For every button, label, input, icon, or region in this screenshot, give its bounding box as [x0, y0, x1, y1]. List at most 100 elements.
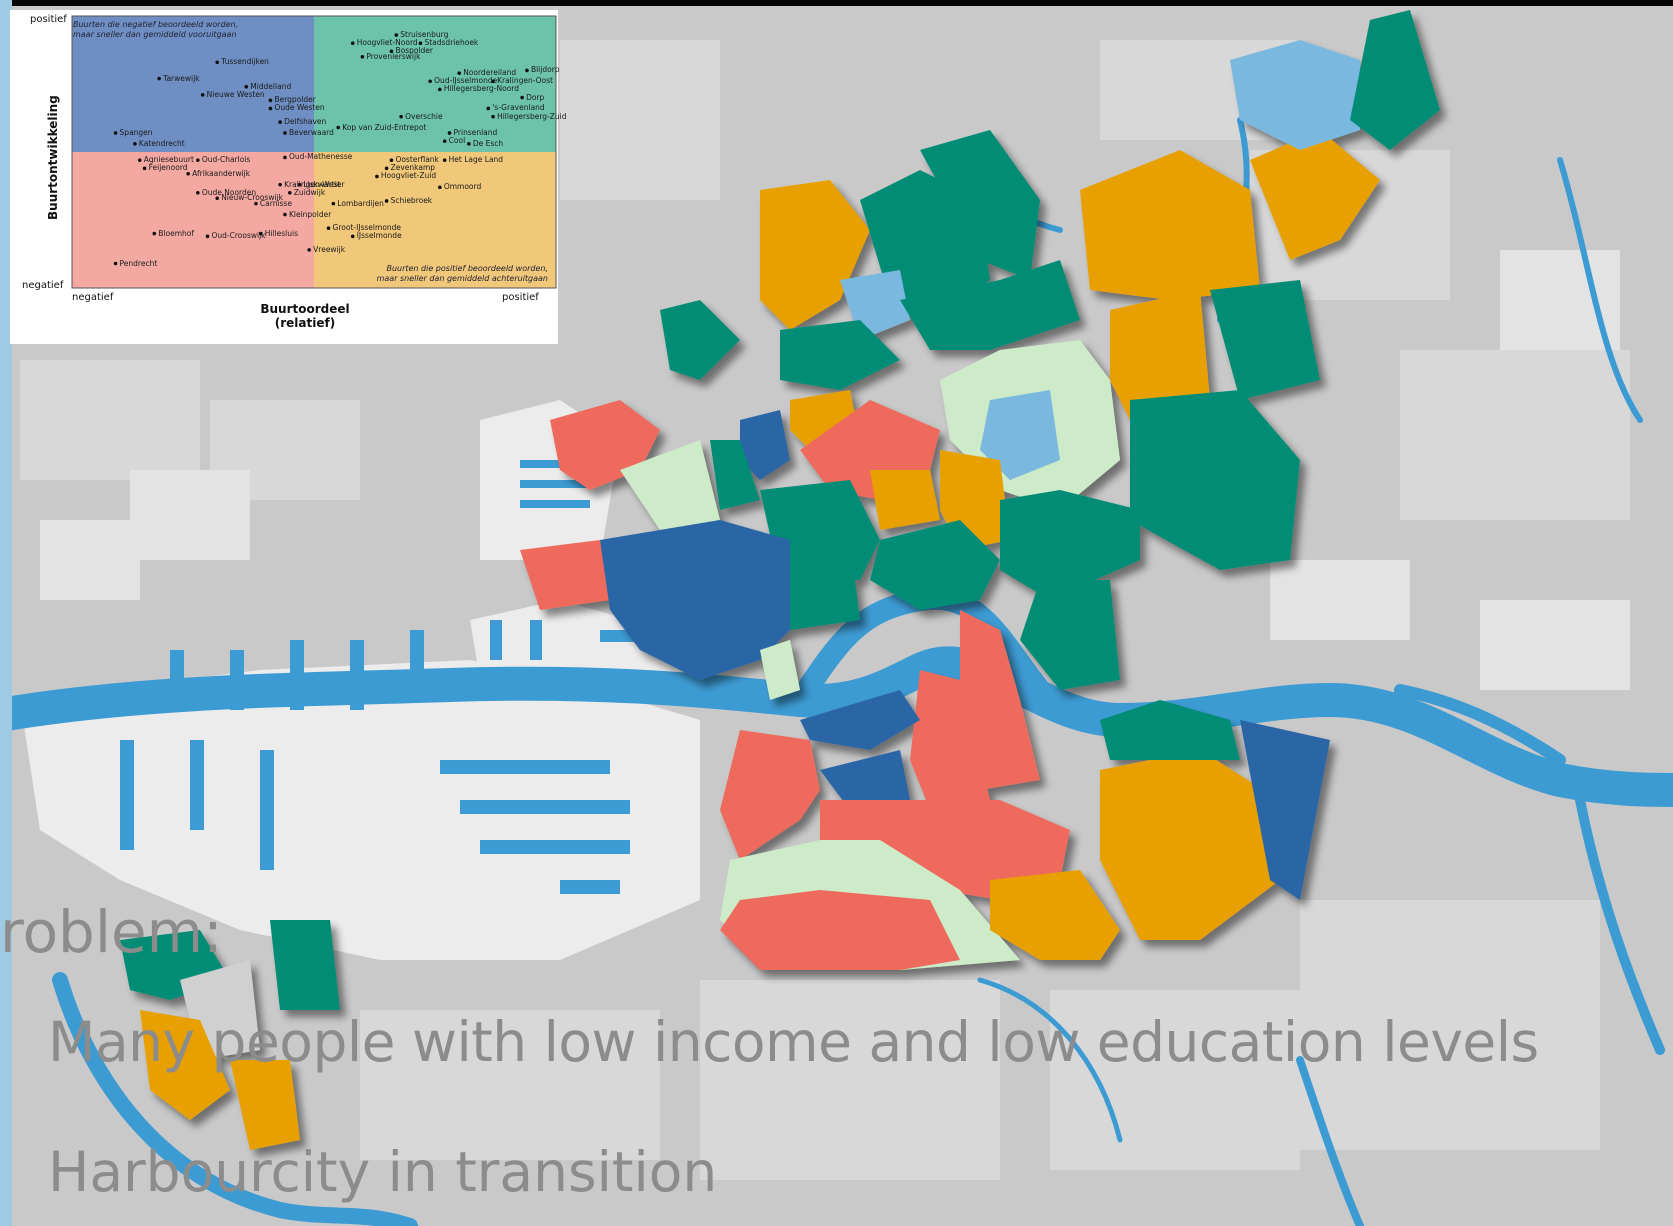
data-point: [399, 114, 403, 119]
bullet-1: Many people with low income and low educ…: [48, 1010, 1539, 1074]
y-tick-negatief: negatief: [22, 280, 64, 291]
data-point-label: Kop van Zuid-Entrepot: [342, 122, 427, 132]
data-point: [438, 87, 442, 92]
slide-left-edge: [0, 0, 12, 1226]
district-blue: [800, 690, 920, 750]
data-point-label: Overschie: [405, 111, 443, 121]
district-green: [1350, 10, 1440, 150]
data-point-label: Hillesluis: [264, 228, 298, 238]
data-point: [491, 114, 495, 119]
data-point-label: Nieuw-Crooswijk: [221, 193, 283, 203]
data-point: [186, 171, 190, 176]
district-blue: [740, 410, 790, 480]
district-blue: [1240, 720, 1330, 900]
y-tick-positief: positief: [30, 14, 67, 25]
data-point: [467, 142, 471, 146]
district-lightgreen: [620, 440, 720, 530]
x-axis-title: Buurtoordeel (relatief): [260, 302, 350, 330]
background-blocks-light: [40, 250, 1630, 690]
data-point: [442, 139, 447, 143]
district-green: [1000, 490, 1140, 600]
data-point-label: Oude Noorden: [201, 187, 257, 197]
background-blocks: [20, 40, 1630, 1180]
data-point: [375, 174, 379, 179]
data-point: [389, 49, 394, 54]
data-point: [457, 71, 462, 75]
data-point: [113, 261, 118, 266]
district-orange: [1080, 150, 1260, 300]
slide-heading-fragment: roblem:: [0, 898, 223, 966]
scatter-plot: [71, 15, 557, 289]
data-point: [254, 201, 258, 206]
district-orange: [230, 1060, 300, 1150]
data-point: [205, 234, 210, 239]
data-point-label: Delfshaven: [284, 117, 327, 127]
data-point-label: Carnisse: [259, 198, 292, 208]
data-point: [384, 166, 389, 171]
data-point: [196, 191, 200, 195]
data-point-label: Hoogvliet-Noord: [356, 38, 418, 48]
data-point: [384, 199, 389, 203]
data-point: [157, 76, 161, 81]
district-lightblue: [1230, 40, 1360, 150]
quadrant-top-right: [314, 16, 556, 152]
x-tick-positief: positief: [502, 292, 539, 303]
data-point-label: Beverwaard: [288, 127, 334, 137]
data-point-label: Bospolder: [395, 46, 433, 56]
data-point-label: Struisenburg: [400, 30, 449, 40]
data-point: [258, 231, 263, 236]
district-red: [820, 800, 1070, 900]
data-point-label: Schiebroek: [390, 195, 433, 205]
district-orange: [990, 870, 1120, 960]
data-point: [278, 120, 282, 124]
data-point: [133, 142, 137, 146]
data-point-label: Provenierswijk: [366, 51, 421, 61]
data-point-label: Dorp: [526, 92, 545, 102]
data-point: [152, 231, 157, 236]
district-red: [520, 540, 610, 610]
data-point-label: Katendrecht: [138, 138, 185, 148]
data-point-label: Hoogvliet-Zuid: [380, 171, 437, 181]
quadrant-bottom-right: [314, 152, 556, 288]
data-point: [486, 106, 491, 111]
data-point-label: Bergpolder: [274, 95, 316, 105]
district-lightgreen: [760, 640, 800, 700]
district-green: [1130, 390, 1300, 570]
district-green: [710, 440, 760, 510]
data-point: [438, 185, 442, 190]
district-red: [960, 610, 1040, 790]
data-point: [283, 155, 287, 160]
bullet-2: Harbourcity in transition: [48, 1140, 718, 1204]
data-point: [491, 79, 495, 84]
data-point-label: Agniesebuurt: [143, 155, 194, 165]
data-point-label: Tussendijken: [221, 57, 269, 67]
data-point-label: Het Lage Land: [448, 155, 504, 165]
district-lightblue: [980, 390, 1060, 480]
district-orange: [1100, 750, 1280, 940]
quadrant-bottom-left: [72, 152, 314, 288]
data-point: [428, 79, 432, 84]
data-point-label: De Esch: [472, 138, 504, 148]
district-green: [920, 130, 1040, 280]
data-point-label: 's-Gravenland: [492, 103, 545, 113]
data-point: [283, 212, 287, 217]
district-green: [270, 920, 340, 1010]
district-red: [720, 730, 820, 860]
district-green: [660, 300, 740, 380]
district-orange: [140, 1010, 230, 1120]
data-point: [215, 60, 219, 65]
data-point-label: Kralingen-Oost: [497, 76, 553, 86]
district-green: [780, 320, 900, 390]
data-point-label: Spangen: [119, 127, 153, 137]
district-green: [870, 520, 1000, 610]
data-point: [525, 68, 529, 73]
data-point: [331, 201, 336, 206]
data-point: [288, 191, 292, 195]
data-point-label: Liskwartier: [303, 179, 345, 189]
data-point-label: Ommoord: [443, 182, 482, 192]
data-point-label: Hillegersberg-Noord: [443, 84, 519, 94]
data-point-label: Oud-Crooswijk: [211, 231, 266, 241]
data-point: [215, 196, 219, 201]
district-orange: [870, 470, 940, 530]
